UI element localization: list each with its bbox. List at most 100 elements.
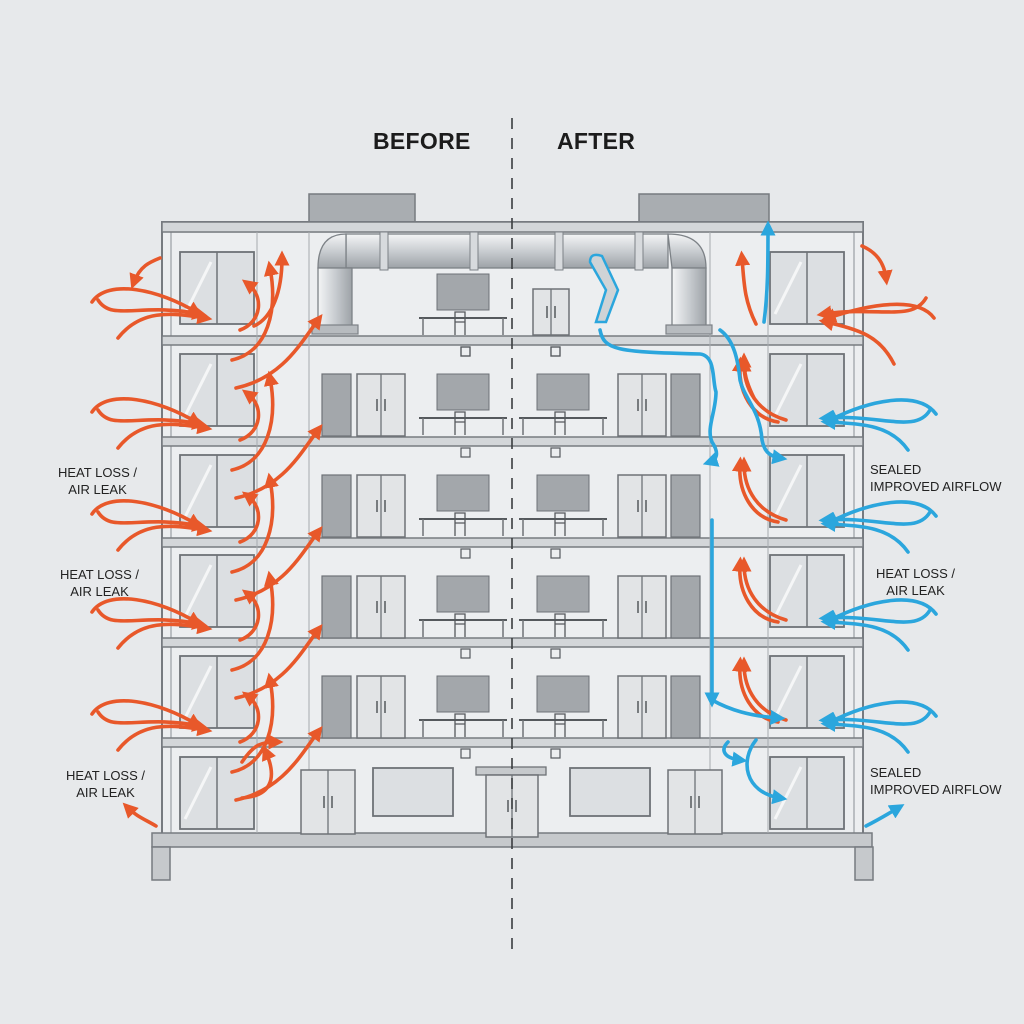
cabinet [670,575,701,639]
cabinet [670,675,701,739]
heat-loss-arrow [116,721,213,752]
label-line: SEALED [870,462,922,477]
duct-base [665,324,713,335]
chair [554,713,566,737]
sealed-airflow-arrow [823,598,938,624]
ground-window [372,767,454,817]
duct-drop [671,267,707,327]
heat-loss-arrow [736,352,756,400]
label-line: HEAT LOSS / [66,768,145,783]
cabinet [670,474,701,538]
window [769,756,845,830]
window-glare [773,564,803,618]
label-line: AIR LEAK [68,482,127,497]
heat-loss-arrow [820,302,936,323]
rooftop-duct [311,231,713,335]
before-header: BEFORE [373,128,471,154]
desk-with-monitor [419,575,507,637]
label-right-sealed-1: SEALED IMPROVED AIRFLOW [870,461,1001,495]
cabinet [321,474,352,538]
heat-loss-arrow [90,287,203,316]
duct-horizontal [345,233,669,269]
cabinet [321,675,352,739]
door [532,288,570,336]
heat-loss-arrow [240,734,284,764]
chair [454,613,466,637]
chair [454,512,466,536]
chair [554,512,566,536]
ceiling-light [460,346,471,357]
heat-loss-arrow [731,456,780,524]
chair [454,411,466,435]
heat-loss-arrow [90,397,203,426]
desk-with-monitor [519,474,607,536]
sealed-airflow-arrow [820,414,910,452]
door [356,474,406,538]
chair [554,411,566,435]
ceiling-light [460,548,471,559]
desk-with-monitor [519,675,607,737]
door [356,675,406,739]
desk-with-monitor [519,575,607,637]
label-line: AIR LEAK [886,583,945,598]
ceiling-light [460,648,471,659]
chair [454,713,466,737]
ceiling-light [460,447,471,458]
heat-loss-arrow [96,710,208,732]
heat-loss-arrow [238,389,261,442]
window-glare [773,363,803,417]
window-glare [773,464,803,518]
door [356,373,406,437]
duct-collar [379,231,389,271]
ceiling-light [550,447,561,458]
label-left-heat-loss-2: HEAT LOSS / AIR LEAK [60,566,139,600]
desk-with-monitor [419,273,507,335]
window-glare [773,665,803,719]
door [617,675,667,739]
cabinet [670,373,701,437]
desk-with-monitor [519,373,607,435]
label-right-sealed-2: SEALED IMPROVED AIRFLOW [870,764,1001,798]
heat-loss-arrow [129,256,162,290]
duct-drop [317,267,353,327]
window-glare [773,766,803,820]
label-line: HEAT LOSS / [876,566,955,581]
window [769,251,845,325]
building-structure [151,118,874,958]
rooftop-unit [638,193,770,225]
duct-collar [634,231,644,271]
monitor-board [536,675,590,713]
heat-loss-arrow [116,619,213,650]
window [179,454,255,528]
sealed-airflow-arrow [820,516,910,554]
cabinet [321,373,352,437]
label-line: IMPROVED AIRFLOW [870,479,1002,494]
sealed-airflow-arrow [823,398,938,424]
heat-loss-arrow [240,745,276,800]
window [179,554,255,628]
sealed-airflow-arrow [745,738,788,805]
label-left-heat-loss-3: HEAT LOSS / AIR LEAK [66,767,145,801]
monitor-board [436,575,490,613]
monitor-board [536,373,590,411]
window-glare [183,464,213,518]
heat-loss-arrow [116,309,213,340]
label-left-heat-loss-1: HEAT LOSS / AIR LEAK [58,464,137,498]
foundation-left [151,846,171,881]
heat-loss-arrow [860,244,893,286]
window-glare [183,665,213,719]
label-right-heat-loss: HEAT LOSS / AIR LEAK [876,565,955,599]
sealed-airflow-arrow [598,328,720,467]
heat-loss-arrow [90,597,203,626]
heat-loss-arrow [735,250,758,326]
window-glare [773,261,803,315]
sealed-duct-branch [588,253,620,324]
airflow-arrows [90,220,938,828]
heat-loss-arrow [96,408,208,430]
heat-loss-arrow [90,499,203,528]
heat-loss-arrow [96,608,208,630]
door [617,474,667,538]
heat-loss-arrow [252,250,290,328]
window-glare [183,363,213,417]
